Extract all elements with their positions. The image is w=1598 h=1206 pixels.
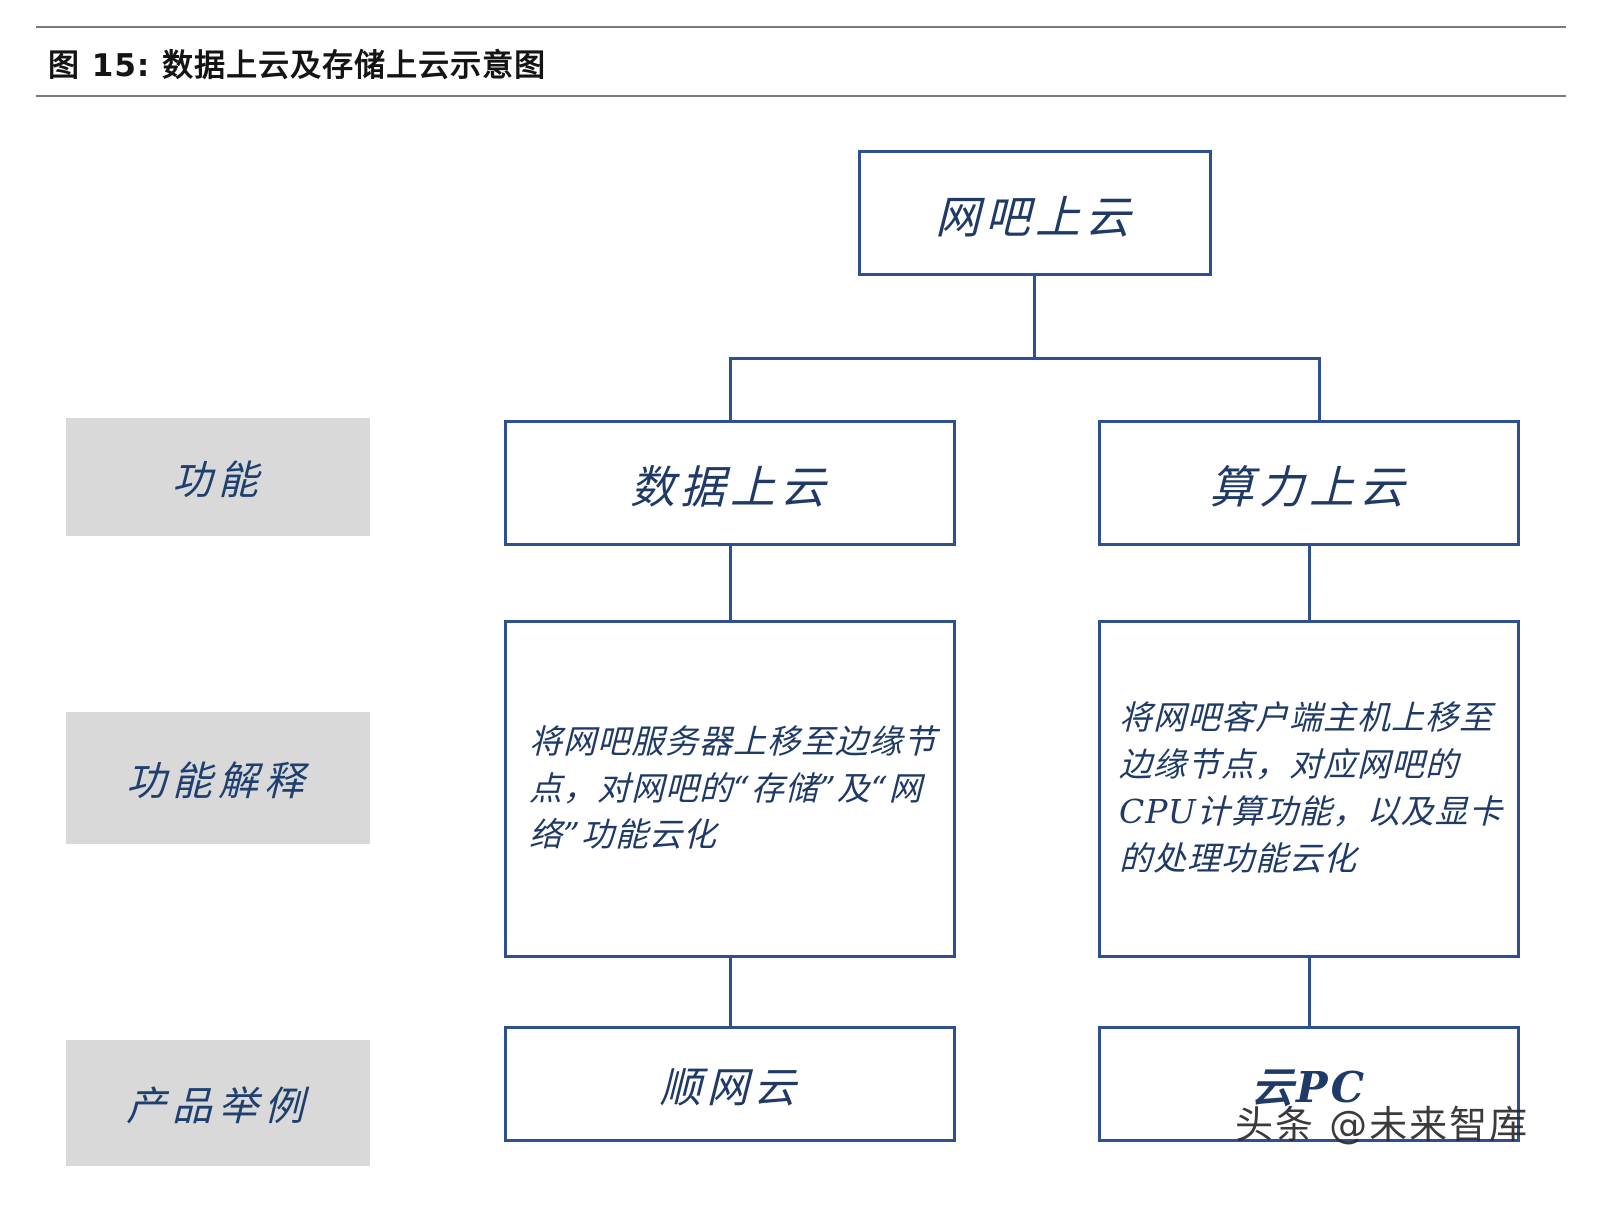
connector-left-function-to-explanation	[729, 546, 732, 620]
node-explanation-data-to-cloud-text: 将网吧服务器上移至边缘节点，对网吧的“存储”及“网络”功能云化	[529, 721, 937, 855]
node-function-compute-to-cloud: 算力上云	[1098, 420, 1520, 546]
node-function-compute-to-cloud-label: 算力上云	[1208, 460, 1409, 514]
node-explanation-data-to-cloud: 将网吧服务器上移至边缘节点，对网吧的“存储”及“网络”功能云化	[504, 620, 956, 958]
row-label-product-example: 产品举例	[66, 1040, 370, 1166]
node-function-data-to-cloud: 数据上云	[504, 420, 956, 546]
connector-right-explanation-to-product	[1308, 958, 1311, 1026]
connector-horizontal-bar	[729, 357, 1321, 360]
watermark: 头条 @未来智库	[1235, 1103, 1530, 1147]
node-function-data-to-cloud-label: 数据上云	[629, 460, 830, 514]
node-product-compute-to-cloud-label: 云PC	[1250, 1062, 1367, 1112]
header-rule-bottom	[36, 95, 1566, 97]
row-label-function-explanation: 功能解释	[66, 712, 370, 844]
header-rule-top	[36, 26, 1566, 28]
node-product-data-to-cloud: 顺网云	[504, 1026, 956, 1142]
connector-root-stem	[1033, 276, 1036, 358]
page-title: 图 15: 数据上云及存储上云示意图	[48, 47, 547, 84]
connector-left-explanation-to-product	[729, 958, 732, 1026]
node-product-data-to-cloud-label: 顺网云	[659, 1062, 801, 1112]
connector-left-drop	[729, 357, 732, 420]
node-explanation-compute-to-cloud-text: 将网吧客户端主机上移至边缘节点，对应网吧的CPU计算功能，以及显卡的处理功能云化	[1119, 698, 1503, 878]
node-explanation-compute-to-cloud: 将网吧客户端主机上移至边缘节点，对应网吧的CPU计算功能，以及显卡的处理功能云化	[1098, 620, 1520, 958]
connector-right-drop	[1318, 357, 1321, 420]
node-root: 网吧上云	[858, 150, 1212, 276]
node-product-compute-to-cloud: 云PC	[1098, 1026, 1520, 1142]
connector-right-function-to-explanation	[1308, 546, 1311, 620]
row-label-function: 功能	[66, 418, 370, 536]
node-root-label: 网吧上云	[934, 190, 1135, 244]
